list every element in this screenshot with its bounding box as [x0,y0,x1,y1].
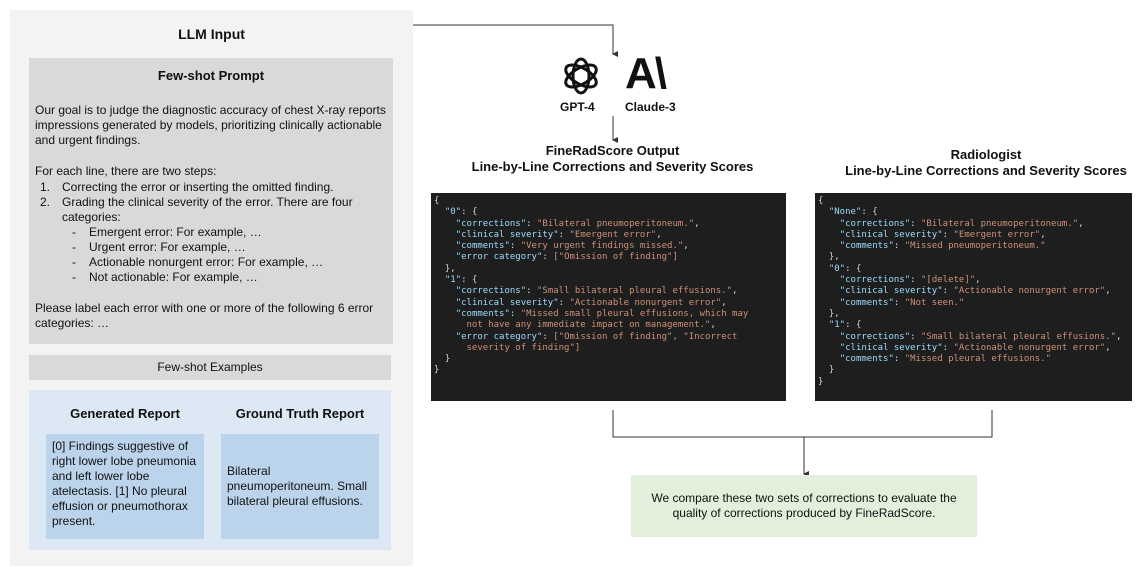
code-line: "error category": ["Omission of finding"… [455,331,738,342]
code-line: "comments": "Missed pleural effusions." [839,354,1052,365]
step-1-number: 1. [40,180,51,194]
input-to-models-arrow [413,24,618,57]
code-line: "corrections": "Small bilateral pleural … [455,286,738,297]
radiologist-title-line2: Line-by-Line Corrections and Severity Sc… [845,163,1127,178]
severity-not-actionable: Not actionable: For example, … [89,270,258,284]
code-line: "corrections": "Bilateral pneumoperitone… [455,218,700,229]
code-line: "clinical severity": "Actionable nonurge… [455,297,727,308]
code-line: not have any immediate impact on managem… [466,320,716,331]
bullet-mark: - [72,225,76,239]
code-line: "comments": "Missed pneumoperitoneum." [839,241,1046,252]
few-shot-prompt-box [29,58,393,344]
code-line: "clinical severity": "Actionable nonurge… [839,286,1111,297]
step-1-text: Correcting the error or inserting the om… [62,180,334,194]
prompt-closing-text: Please label each error with one or more… [35,301,374,330]
few-shot-prompt-title: Few-shot Prompt [157,68,265,83]
finerad-title-line1: FineRadScore Output [545,143,680,158]
code-line: "corrections": "Bilateral pneumoperitone… [839,218,1084,229]
radiologist-title-line1: Radiologist [950,147,1022,162]
code-line: "corrections": "Small bilateral pleural … [839,331,1122,342]
code-line: "None": { [828,207,878,218]
prompt-goal-text: Our goal is to judge the diagnostic accu… [35,103,386,147]
code-line: "comments": "Not seen." [839,297,965,308]
finerad-output-title: FineRadScore Output Line-by-Line Correct… [440,143,785,175]
severity-actionable-nonurgent: Actionable nonurgent error: For example,… [89,255,324,269]
step-2-number: 2. [40,195,51,209]
bullet-mark: - [72,240,76,254]
finerad-title-line2: Line-by-Line Corrections and Severity Sc… [471,159,754,174]
code-line: "1": { [444,275,478,286]
compare-line1: We compare these two sets of corrections… [651,491,957,505]
gpt4-logo-icon [564,57,598,95]
generated-report-title: Generated Report [70,406,180,421]
code-line: "clinical severity": "Emergent error", [839,229,1046,240]
code-line: "error category": ["Omission of finding"… [455,252,678,263]
code-line: }, [828,252,840,263]
compare-note-box: We compare these two sets of corrections… [631,475,977,537]
code-line: } [444,354,451,365]
severity-emergent: Emergent error: For example, … [89,225,262,239]
code-line: { [818,196,824,206]
code-line: } [818,376,824,387]
code-line: "comments": "Missed small pleural effusi… [455,308,749,319]
prompt-steps-intro: For each line, there are two steps: [35,164,217,178]
code-line: }, [444,263,456,274]
claude3-label: Claude-3 [625,100,676,114]
code-line: } [434,365,440,376]
finerad-json-output: { "0": { "corrections": "Bilateral pneum… [431,193,786,401]
code-line: "clinical severity": "Actionable nonurge… [839,342,1111,353]
severity-urgent: Urgent error: For example, … [89,240,246,254]
code-line: "comments": "Very urgent findings missed… [455,241,689,252]
code-line: "0": { [444,207,478,218]
radiologist-title: Radiologist Line-by-Line Corrections and… [844,147,1128,179]
llm-input-title: LLM Input [178,26,245,42]
code-line: } [828,365,835,376]
outputs-merge-line [612,410,993,438]
code-line: }, [828,308,840,319]
code-line: "corrections": "[delete]", [839,275,981,286]
code-line: "0": { [828,263,862,274]
ground-truth-report-text: Bilateral pneumoperitoneum. Small bilate… [221,434,379,539]
generated-report-text: [0] Findings suggestive of right lower l… [46,434,204,539]
bullet-mark: - [72,270,76,284]
radiologist-json-output: { "None": { "corrections": "Bilateral pn… [815,193,1132,401]
code-line: { [434,196,440,206]
code-line: severity of finding"] [466,342,581,353]
few-shot-examples-title: Few-shot Examples [29,355,391,380]
code-line: "clinical severity": "Emergent error", [455,229,662,240]
gpt4-label: GPT-4 [560,100,595,114]
compare-line2: quality of corrections produced by FineR… [672,506,936,520]
step-2-text: Grading the clinical severity of the err… [62,195,353,224]
bullet-mark: - [72,255,76,269]
claude-logo-icon: A\ [625,49,667,98]
code-line: "1": { [828,320,862,331]
ground-truth-report-title: Ground Truth Report [235,406,365,421]
